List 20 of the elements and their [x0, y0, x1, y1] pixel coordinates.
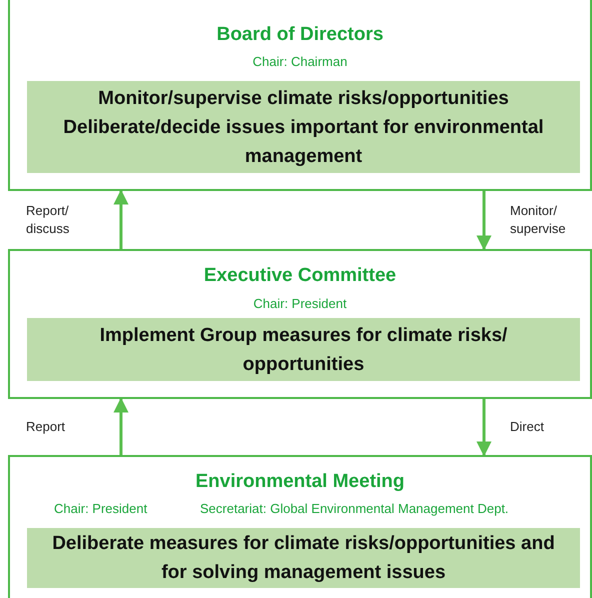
responsibility-text: Monitor/supervise climate risks/opportunities Deliberate/decide issues important for environmental management	[62, 86, 545, 168]
panel-title: Board of Directors	[216, 24, 384, 46]
responsibility-box	[27, 81, 580, 173]
committee-panel	[8, 0, 592, 191]
responsibility-text: Deliberate measures for climate risks/opportunities and for solving management issues	[51, 532, 556, 585]
arrow	[476, 399, 492, 456]
chair-note: Chair: Chairman	[252, 54, 348, 69]
committee-panel	[8, 249, 592, 399]
panel-title: Executive Committee	[204, 265, 396, 287]
responsibility-box	[27, 318, 580, 381]
panel-title: Environmental Meeting	[195, 471, 405, 493]
arrow	[114, 398, 128, 455]
chair-note: Secretariat: Global Environmental Management Dept.	[200, 501, 509, 516]
committee-panel	[8, 455, 592, 598]
chair-note: Chair: President	[54, 501, 148, 516]
arrow	[114, 190, 128, 249]
chair-note: Chair: President	[253, 296, 347, 311]
responsibility-box	[27, 528, 580, 588]
arrow	[476, 191, 492, 250]
responsibility-text: Implement Group measures for climate risks/ opportunities	[98, 324, 508, 376]
